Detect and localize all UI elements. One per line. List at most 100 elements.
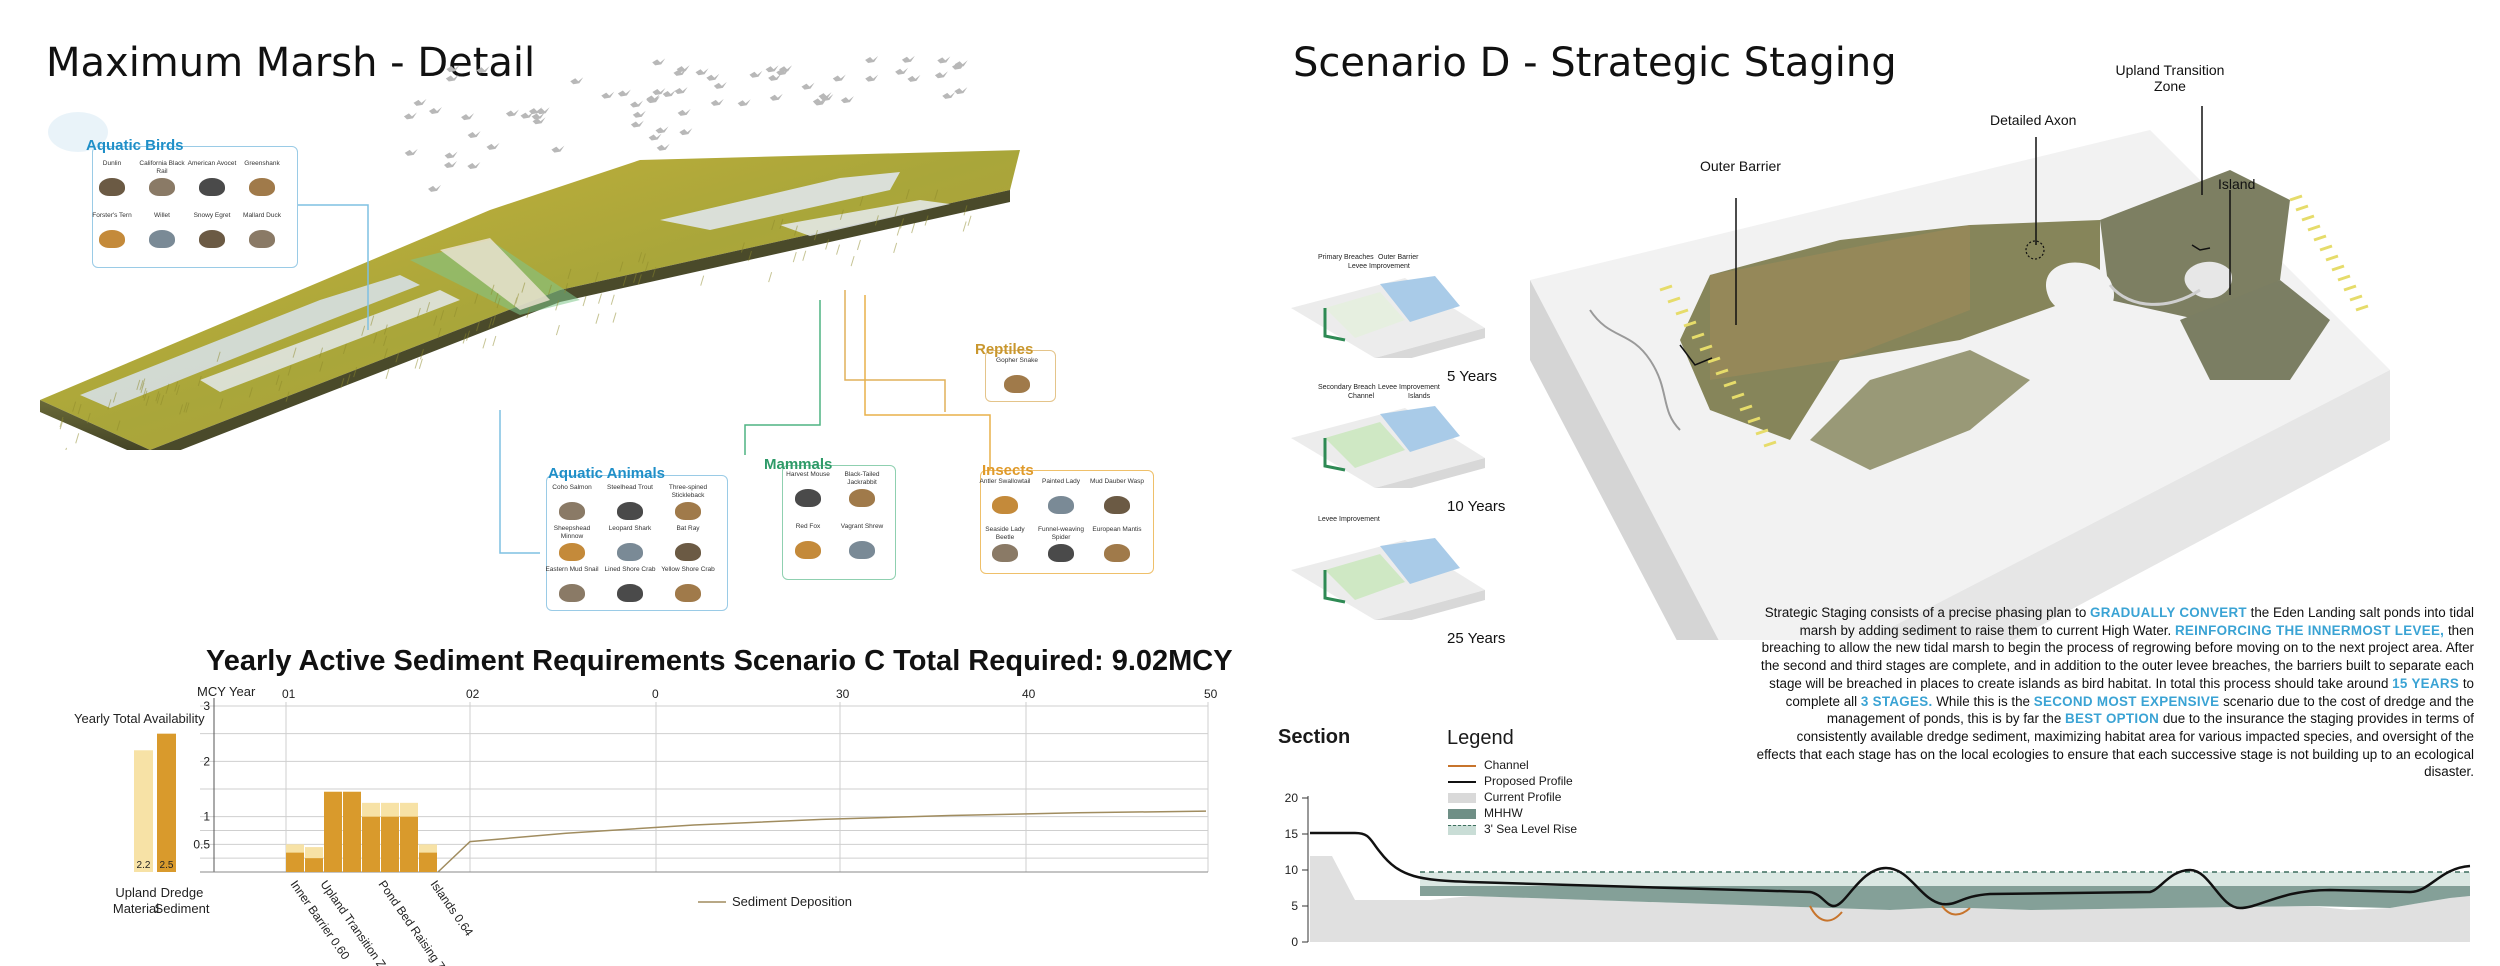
bird-mark: [646, 94, 660, 102]
grass-stroke: [139, 380, 144, 391]
phase-label: Islands 0.64: [428, 878, 477, 939]
levee-hatch: [1723, 380, 1737, 388]
mhhw-swatch: [1448, 808, 1476, 819]
grass-stroke: [59, 416, 64, 428]
species-name: Sheepshead Minnow: [553, 525, 591, 540]
grass-stroke: [900, 218, 904, 229]
grass-stroke: [779, 218, 784, 230]
stage-tag: Outer Barrier: [1378, 254, 1419, 261]
bird-mark: [679, 128, 693, 136]
stage-thumbnail: [1291, 276, 1485, 358]
desc-h5: SECOND MOST EXPENSIVE: [2033, 693, 2220, 709]
grass-stroke: [385, 368, 390, 380]
grass-stroke: [440, 310, 445, 321]
species-icon: [99, 230, 125, 248]
levee-hatch: [2307, 224, 2321, 232]
bird-mark: [674, 87, 688, 95]
bird-mark: [404, 148, 418, 156]
species-card: Painted Lady: [1033, 478, 1089, 514]
species-icon: [1048, 496, 1074, 514]
stage-marsh: [1325, 554, 1405, 600]
grass-stroke: [185, 402, 190, 413]
habitat-title-insects: Insects: [982, 462, 1034, 479]
bird-mark: [954, 87, 968, 95]
species-card: Yellow Shore Crab: [659, 566, 717, 602]
grass-stroke: [383, 348, 388, 359]
grass-stroke: [453, 306, 458, 318]
grass-stroke: [963, 205, 968, 216]
grass-stroke: [482, 338, 487, 349]
x-tick-label: 0: [652, 687, 659, 701]
levee-hatch: [1675, 308, 1689, 316]
section-tick-label: 0: [1291, 935, 1298, 949]
habitat-title-reptiles: Reptiles: [975, 341, 1034, 358]
grass-stroke: [136, 379, 141, 390]
species-icon: [559, 584, 585, 602]
grass-stroke: [967, 215, 972, 226]
bird-mark: [632, 110, 646, 118]
species-icon: [249, 178, 275, 196]
species-card: Black-Tailed Jackrabbit: [835, 471, 889, 507]
stage-label: 5 Years: [1447, 368, 1498, 385]
levee-hatch: [1667, 296, 1681, 304]
bird-mark: [865, 56, 879, 64]
x-tick-label: 02: [466, 687, 480, 701]
bird-mark: [551, 145, 565, 153]
grass-stroke: [839, 209, 844, 220]
species-name: Greenshank: [244, 160, 280, 167]
year-label: Year: [229, 684, 256, 699]
levee-hatch: [1747, 416, 1761, 424]
bird-mark: [695, 68, 709, 76]
species-card: Forster's Tern: [87, 212, 137, 248]
section-tick-label: 20: [1285, 791, 1299, 805]
desc-h1: GRADUALLY CONVERT: [2090, 605, 2247, 620]
species-icon: [99, 178, 125, 196]
species-icon: [199, 230, 225, 248]
stage-label: 25 Years: [1447, 630, 1506, 647]
grass-stroke: [342, 343, 347, 354]
grass-stroke: [598, 293, 602, 304]
grass-stroke: [86, 413, 91, 424]
bird-mark: [832, 74, 846, 82]
species-icon: [1004, 375, 1030, 393]
stage-side: [1375, 328, 1485, 358]
bird-mark: [428, 106, 442, 114]
species-icon: [149, 178, 175, 196]
grass-stroke: [476, 320, 480, 332]
stage-marsh: [1325, 422, 1405, 468]
species-icon: [849, 541, 875, 559]
species-card: Mallard Duck: [237, 212, 287, 248]
grass-stroke: [768, 271, 773, 283]
grass-stroke: [116, 420, 121, 431]
bird-mark: [710, 98, 724, 106]
grass-stroke: [962, 221, 967, 232]
species-icon: [617, 543, 643, 561]
species-card: Three-spined Stickleback: [659, 484, 717, 520]
stage-tag: Channel: [1348, 393, 1375, 400]
bird-mark: [865, 74, 879, 82]
legend-label-channel: Channel: [1484, 758, 1529, 772]
species-name: Mallard Duck: [243, 212, 281, 219]
availability-value-label: 2.5: [160, 860, 174, 871]
grass-stroke: [934, 189, 939, 200]
bird-mark: [536, 107, 550, 115]
grass-stroke: [490, 284, 495, 295]
desc-p4: to complete all: [1785, 675, 2474, 709]
phase-bar-dark: [381, 816, 399, 872]
species-name: Harvest Mouse: [786, 471, 830, 478]
grass-stroke: [275, 374, 280, 385]
species-card: Greenshank: [237, 160, 287, 196]
stage-thumbnail: [1291, 406, 1485, 488]
bird-mark: [476, 66, 490, 74]
levee-hatch: [1691, 332, 1705, 340]
grass-stroke: [594, 271, 599, 283]
legend-item-current-profile: Current Profile: [1448, 790, 1561, 806]
bird-mark: [413, 98, 427, 106]
levee-hatch: [2319, 244, 2333, 252]
species-icon: [149, 230, 175, 248]
legend-label-slr: 3' Sea Level Rise: [1484, 822, 1578, 836]
grass-stroke: [416, 307, 421, 319]
grass-stroke: [792, 252, 797, 263]
bird-mark: [445, 74, 459, 82]
